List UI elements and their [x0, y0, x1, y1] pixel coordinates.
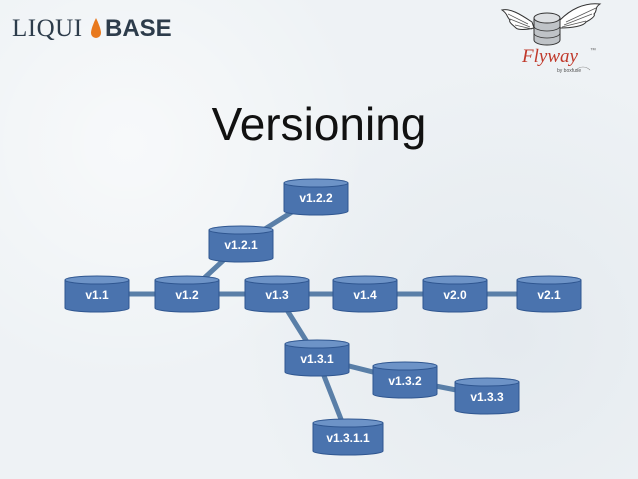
- cylinder-body: [154, 279, 220, 313]
- version-node-label: v1.2.1: [224, 238, 258, 252]
- version-node-label: v2.0: [443, 288, 467, 302]
- cylinder-top: [208, 225, 274, 235]
- flyway-winged-database-icon: [500, 3, 602, 71]
- flyway-byline: by boxfuse: [557, 68, 582, 74]
- cylinder-body: [454, 381, 520, 415]
- cylinder-body: [422, 279, 488, 313]
- liquibase-drop-icon: [91, 18, 101, 38]
- version-node-label: v1.3.1.1: [326, 431, 370, 445]
- cylinder-top: [284, 339, 350, 349]
- version-node-n21: v2.1: [516, 275, 582, 313]
- cylinder-body: [208, 229, 274, 263]
- version-node-label: v1.1: [85, 288, 109, 302]
- version-node-n131: v1.3.1: [284, 339, 350, 377]
- cylinder-top: [516, 275, 582, 285]
- version-node-n121: v1.2.1: [208, 225, 274, 263]
- slide-title: Versioning: [211, 98, 427, 150]
- version-tree-nodes: v1.1 v1.2 v1.2.1 v1.2.2 v1.3 v1.4 v2.0 v2.1 v1.3…: [64, 178, 582, 456]
- liquibase-logo-liqui: LIQUI: [12, 15, 83, 42]
- version-node-label: v1.3.1: [300, 352, 334, 366]
- version-node-label: v1.3: [265, 288, 289, 302]
- liquibase-logo-base: BASE: [105, 15, 172, 42]
- cylinder-body: [284, 343, 350, 377]
- flyway-trademark: ™: [590, 48, 596, 54]
- cylinder-body: [283, 182, 349, 216]
- version-node-label: v1.4: [353, 288, 377, 302]
- version-node-label: v1.3.2: [388, 374, 422, 388]
- version-node-label: v2.1: [537, 288, 561, 302]
- cylinder-body: [64, 279, 130, 313]
- cylinder-top: [422, 275, 488, 285]
- cylinder-top: [454, 377, 520, 387]
- cylinder-top: [372, 361, 438, 371]
- version-node-n132: v1.3.2: [372, 361, 438, 399]
- version-node-label: v1.2: [175, 288, 199, 302]
- version-node-n11: v1.1: [64, 275, 130, 313]
- version-node-n13: v1.3: [244, 275, 310, 313]
- cylinder-body: [516, 279, 582, 313]
- cylinder-top: [283, 178, 349, 188]
- cylinder-body: [244, 279, 310, 313]
- cylinder-body: [332, 279, 398, 313]
- cylinder-top: [332, 275, 398, 285]
- cylinder-top: [154, 275, 220, 285]
- cylinder-top: [244, 275, 310, 285]
- version-node-n12: v1.2: [154, 275, 220, 313]
- cylinder-top: [312, 418, 384, 428]
- version-node-n1311: v1.3.1.1: [312, 418, 384, 456]
- cylinder-top: [64, 275, 130, 285]
- version-node-n133: v1.3.3: [454, 377, 520, 415]
- cylinder-body: [312, 422, 384, 456]
- version-node-n122: v1.2.2: [283, 178, 349, 216]
- version-node-n14: v1.4: [332, 275, 398, 313]
- version-node-n20: v2.0: [422, 275, 488, 313]
- version-node-label: v1.2.2: [299, 191, 333, 205]
- flyway-logo-text: Flyway: [522, 46, 578, 67]
- cylinder-body: [372, 365, 438, 399]
- version-node-label: v1.3.3: [470, 390, 504, 404]
